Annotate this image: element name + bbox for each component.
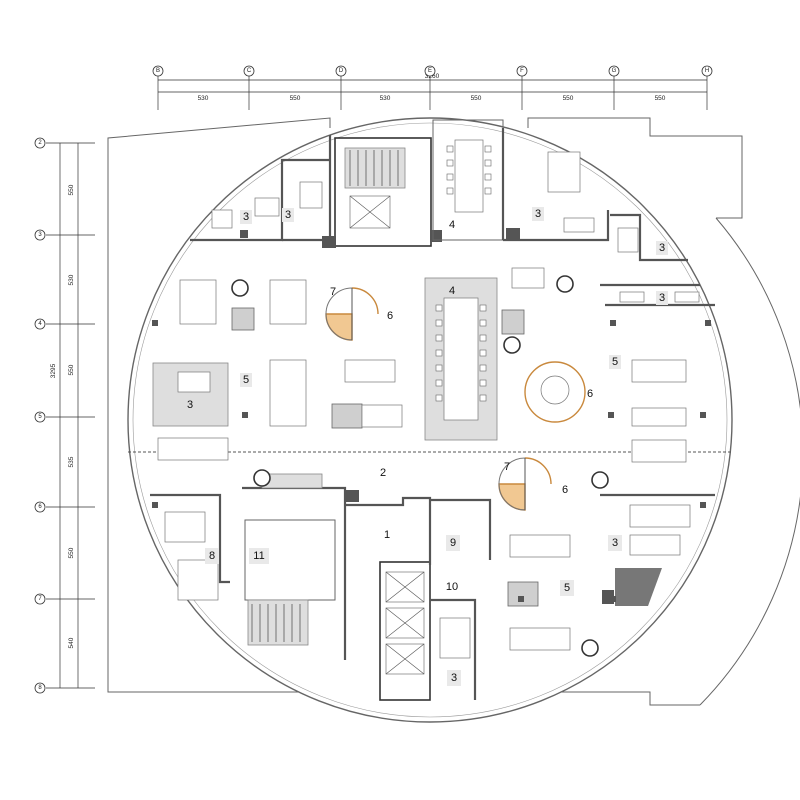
grid-col-c: C	[247, 68, 252, 74]
room-label-3h: 3	[451, 672, 457, 684]
room-label-3b: 3	[285, 209, 291, 221]
grid-row-7: 7	[38, 596, 42, 602]
room-label-6b: 6	[587, 388, 593, 400]
room-label-6c: 6	[562, 484, 568, 496]
top-span-1: 530	[198, 95, 209, 102]
room-label-3d: 3	[659, 242, 665, 254]
grid-col-e: E	[428, 68, 432, 74]
room-label-3a: 3	[243, 211, 249, 223]
room-label-5a: 5	[243, 374, 249, 386]
left-span-6: 540	[68, 637, 75, 648]
accent-room-top	[325, 287, 379, 341]
room-label-6a: 6	[387, 310, 393, 322]
room-label-9: 9	[450, 537, 456, 549]
room-label-7b: 7	[504, 461, 510, 473]
room-label-8: 8	[209, 550, 215, 562]
plants	[231, 275, 609, 657]
lower-left-rooms	[150, 473, 359, 660]
top-span-5: 550	[563, 95, 574, 102]
lower-core	[345, 496, 492, 701]
top-span-3: 530	[380, 95, 391, 102]
left-workstations	[157, 279, 307, 461]
central-furniture	[331, 267, 545, 429]
room-label-3f: 3	[187, 399, 193, 411]
room-labels: 3 3 4 3 3 3 7 6 4 5 3 6 5 2 7 6 1 9 3 8 …	[187, 207, 668, 686]
top-span-2: 550	[290, 95, 301, 102]
top-dimension-lines	[157, 76, 708, 110]
top-span-6: 550	[655, 95, 666, 102]
left-dimension-lines	[46, 142, 95, 689]
top-span-4: 550	[471, 95, 482, 102]
right-workstations	[631, 359, 687, 463]
grid-row-3: 3	[38, 232, 42, 238]
building-outline	[107, 117, 800, 706]
left-span-2: 530	[68, 274, 75, 285]
room-label-2: 2	[380, 467, 386, 479]
left-total-dimension: 3295	[50, 363, 57, 378]
room-label-10: 10	[446, 581, 458, 593]
column-grid-markers: B C D E F G H	[152, 65, 713, 77]
room-label-4b: 4	[449, 285, 455, 297]
room-label-3e: 3	[659, 292, 665, 304]
grid-row-6: 6	[38, 504, 42, 510]
top-right-rooms	[501, 128, 715, 307]
room-label-11: 11	[253, 550, 264, 562]
top-total-dimension: 3260	[425, 73, 440, 80]
top-left-rooms	[190, 135, 332, 242]
left-span-5: 550	[68, 547, 75, 558]
grid-col-g: G	[612, 68, 617, 74]
grid-row-2: 2	[38, 140, 42, 146]
accent-room-bottom	[498, 457, 552, 511]
grid-row-4: 4	[38, 321, 42, 327]
room-label-1: 1	[384, 529, 390, 541]
left-span-3: 550	[68, 364, 75, 375]
lower-right-workstations	[507, 493, 715, 651]
left-span-4: 535	[68, 456, 75, 467]
top-core	[322, 137, 442, 248]
central-meeting-room	[424, 277, 498, 441]
row-grid-markers: 2 3 4 5 6 7 8	[34, 137, 46, 694]
grid-row-8: 8	[38, 685, 42, 691]
grid-col-f: F	[520, 68, 524, 74]
grid-col-h: H	[705, 68, 709, 74]
structural-columns	[152, 230, 711, 602]
room-label-4a: 4	[449, 219, 455, 231]
grid-col-b: B	[156, 68, 160, 74]
room-label-7a: 7	[330, 286, 336, 298]
grid-row-5: 5	[38, 414, 42, 420]
round-table-area	[524, 361, 586, 423]
grid-col-d: D	[339, 68, 344, 74]
left-span-1: 550	[68, 184, 75, 195]
room-label-3g: 3	[612, 537, 618, 549]
room-label-3c: 3	[535, 208, 541, 220]
room-label-5b: 5	[612, 356, 618, 368]
room-label-5c: 5	[564, 582, 570, 594]
meeting-room-grey	[152, 362, 229, 427]
